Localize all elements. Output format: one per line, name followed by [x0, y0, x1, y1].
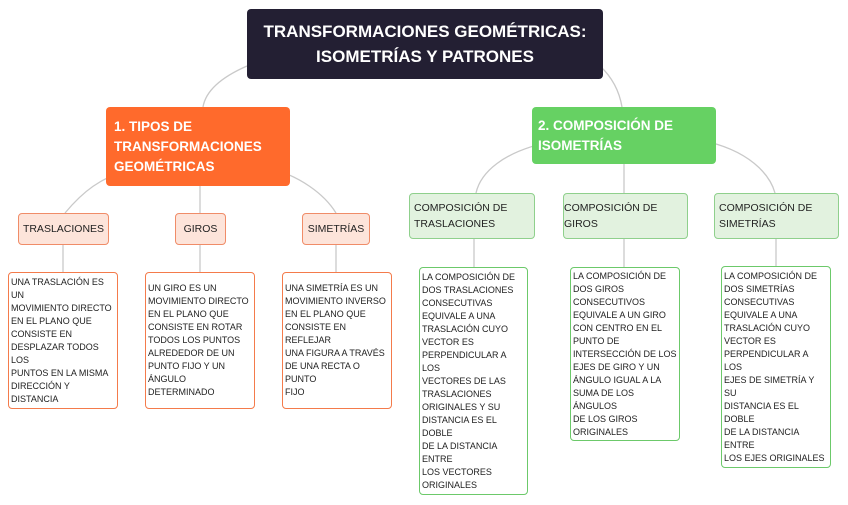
description-text: UNA SIMETRÍA ES UN MOVIMIENTO INVERSO EN…: [285, 283, 386, 397]
section2-header: 2. COMPOSICIÓN DE ISOMETRÍAS: [532, 107, 716, 164]
description-traslaciones: UNA TRASLACIÓN ES UN MOVIMIENTO DIRECTO …: [8, 272, 118, 409]
category-label: GIROS: [183, 223, 218, 235]
connector-root-section1: [202, 65, 248, 108]
category-composicion-simetrias: COMPOSICIÓN DE SIMETRÍAS: [714, 193, 839, 239]
category-composicion-traslaciones: COMPOSICIÓN DE TRASLACIONES: [409, 193, 535, 239]
root-title-box: TRANSFORMACIONES GEOMÉTRICAS: ISOMETRÍAS…: [247, 9, 603, 79]
description-composicion-simetrias: LA COMPOSICIÓN DE DOS SIMETRÍAS CONSECUT…: [721, 266, 831, 468]
description-composicion-traslaciones: LA COMPOSICIÓN DE DOS TRASLACIONES CONSE…: [419, 267, 528, 495]
section1-header: 1. TIPOS DE TRANSFORMACIONES GEOMÉTRICAS: [106, 107, 290, 186]
description-composicion-giros: LA COMPOSICIÓN DE DOS GIROS CONSECUTIVOS…: [570, 267, 680, 441]
section2-title: 2. COMPOSICIÓN DE ISOMETRÍAS: [538, 118, 674, 153]
section1-title: 1. TIPOS DE TRANSFORMACIONES GEOMÉTRICAS: [114, 119, 262, 174]
description-text: LA COMPOSICIÓN DE DOS SIMETRÍAS CONSECUT…: [724, 270, 825, 463]
category-composicion-giros: COMPOSICIÓN DE GIROS: [563, 193, 688, 239]
category-label: TRASLACIONES: [22, 223, 105, 235]
description-text: UN GIRO ES UN MOVIMIENTO DIRECTO EN EL P…: [148, 283, 249, 397]
category-label: COMPOSICIÓN DE SIMETRÍAS: [719, 202, 813, 230]
description-simetrias: UNA SIMETRÍA ES UN MOVIMIENTO INVERSO EN…: [282, 272, 392, 409]
description-text: UNA TRASLACIÓN ES UN MOVIMIENTO DIRECTO …: [11, 276, 112, 404]
category-label: COMPOSICIÓN DE TRASLACIONES: [414, 202, 508, 230]
description-text: LA COMPOSICIÓN DE DOS GIROS CONSECUTIVOS…: [573, 270, 677, 437]
category-label: COMPOSICIÓN DE GIROS: [564, 202, 658, 230]
category-giros: GIROS: [175, 213, 226, 245]
category-traslaciones: TRASLACIONES: [18, 213, 109, 245]
category-simetrias: SIMETRÍAS: [302, 213, 370, 245]
description-text: LA COMPOSICIÓN DE DOS TRASLACIONES CONSE…: [422, 271, 516, 490]
connector-root-section2: [599, 65, 623, 108]
description-giros: UN GIRO ES UN MOVIMIENTO DIRECTO EN EL P…: [145, 272, 255, 409]
root-title: TRANSFORMACIONES GEOMÉTRICAS: ISOMETRÍAS…: [263, 22, 587, 66]
category-label: SIMETRÍAS: [307, 223, 365, 235]
